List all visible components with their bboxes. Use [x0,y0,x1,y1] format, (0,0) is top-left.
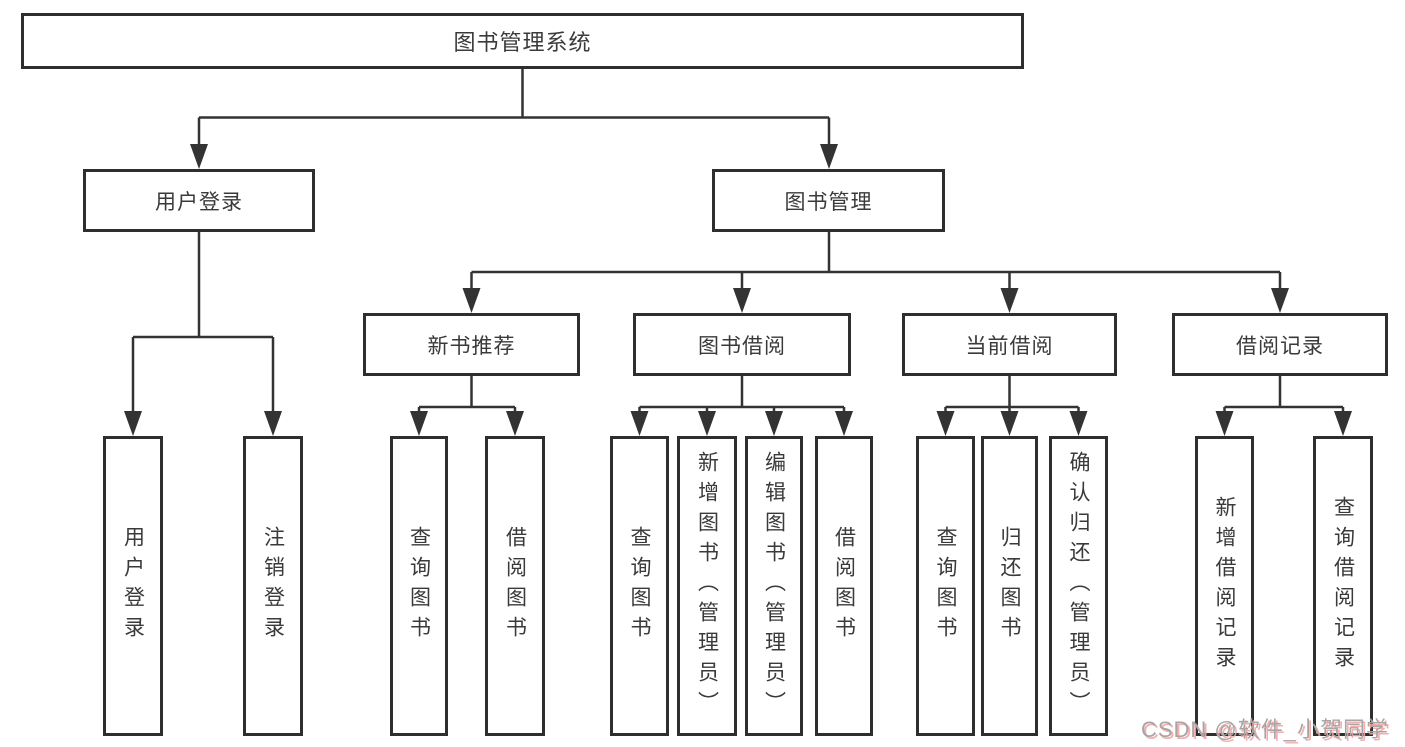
leaf-borrow-books-recommend: 借阅图书 [485,436,545,736]
node-book-management: 图书管理 [712,169,945,232]
node-current-borrow: 当前借阅 [902,313,1117,376]
leaf-confirm-return-admin: 确认归还（管理员） [1049,436,1108,736]
arrowheads [124,144,1352,436]
node-book-borrow: 图书借阅 [633,313,851,376]
leaf-query-books-borrow: 查询图书 [610,436,669,736]
leaf-borrow-books: 借阅图书 [815,436,873,736]
leaf-query-borrow-record: 查询借阅记录 [1313,436,1373,736]
leaf-add-book-admin: 新增图书（管理员） [677,436,737,736]
leaf-query-books-recommend: 查询图书 [390,436,448,736]
leaf-user-login: 用户登录 [103,436,163,736]
leaf-logout: 注销登录 [243,436,303,736]
node-new-book-recommend: 新书推荐 [363,313,580,376]
leaf-return-book: 归还图书 [981,436,1038,736]
leaf-query-books-current: 查询图书 [916,436,975,736]
node-user-login: 用户登录 [83,169,315,232]
node-root: 图书管理系统 [21,13,1024,69]
leaf-edit-book-admin: 编辑图书（管理员） [745,436,803,736]
node-borrow-records: 借阅记录 [1172,313,1388,376]
watermark: CSDN @软件_小贺同学 [1140,717,1389,742]
leaf-add-borrow-record: 新增借阅记录 [1195,436,1254,736]
